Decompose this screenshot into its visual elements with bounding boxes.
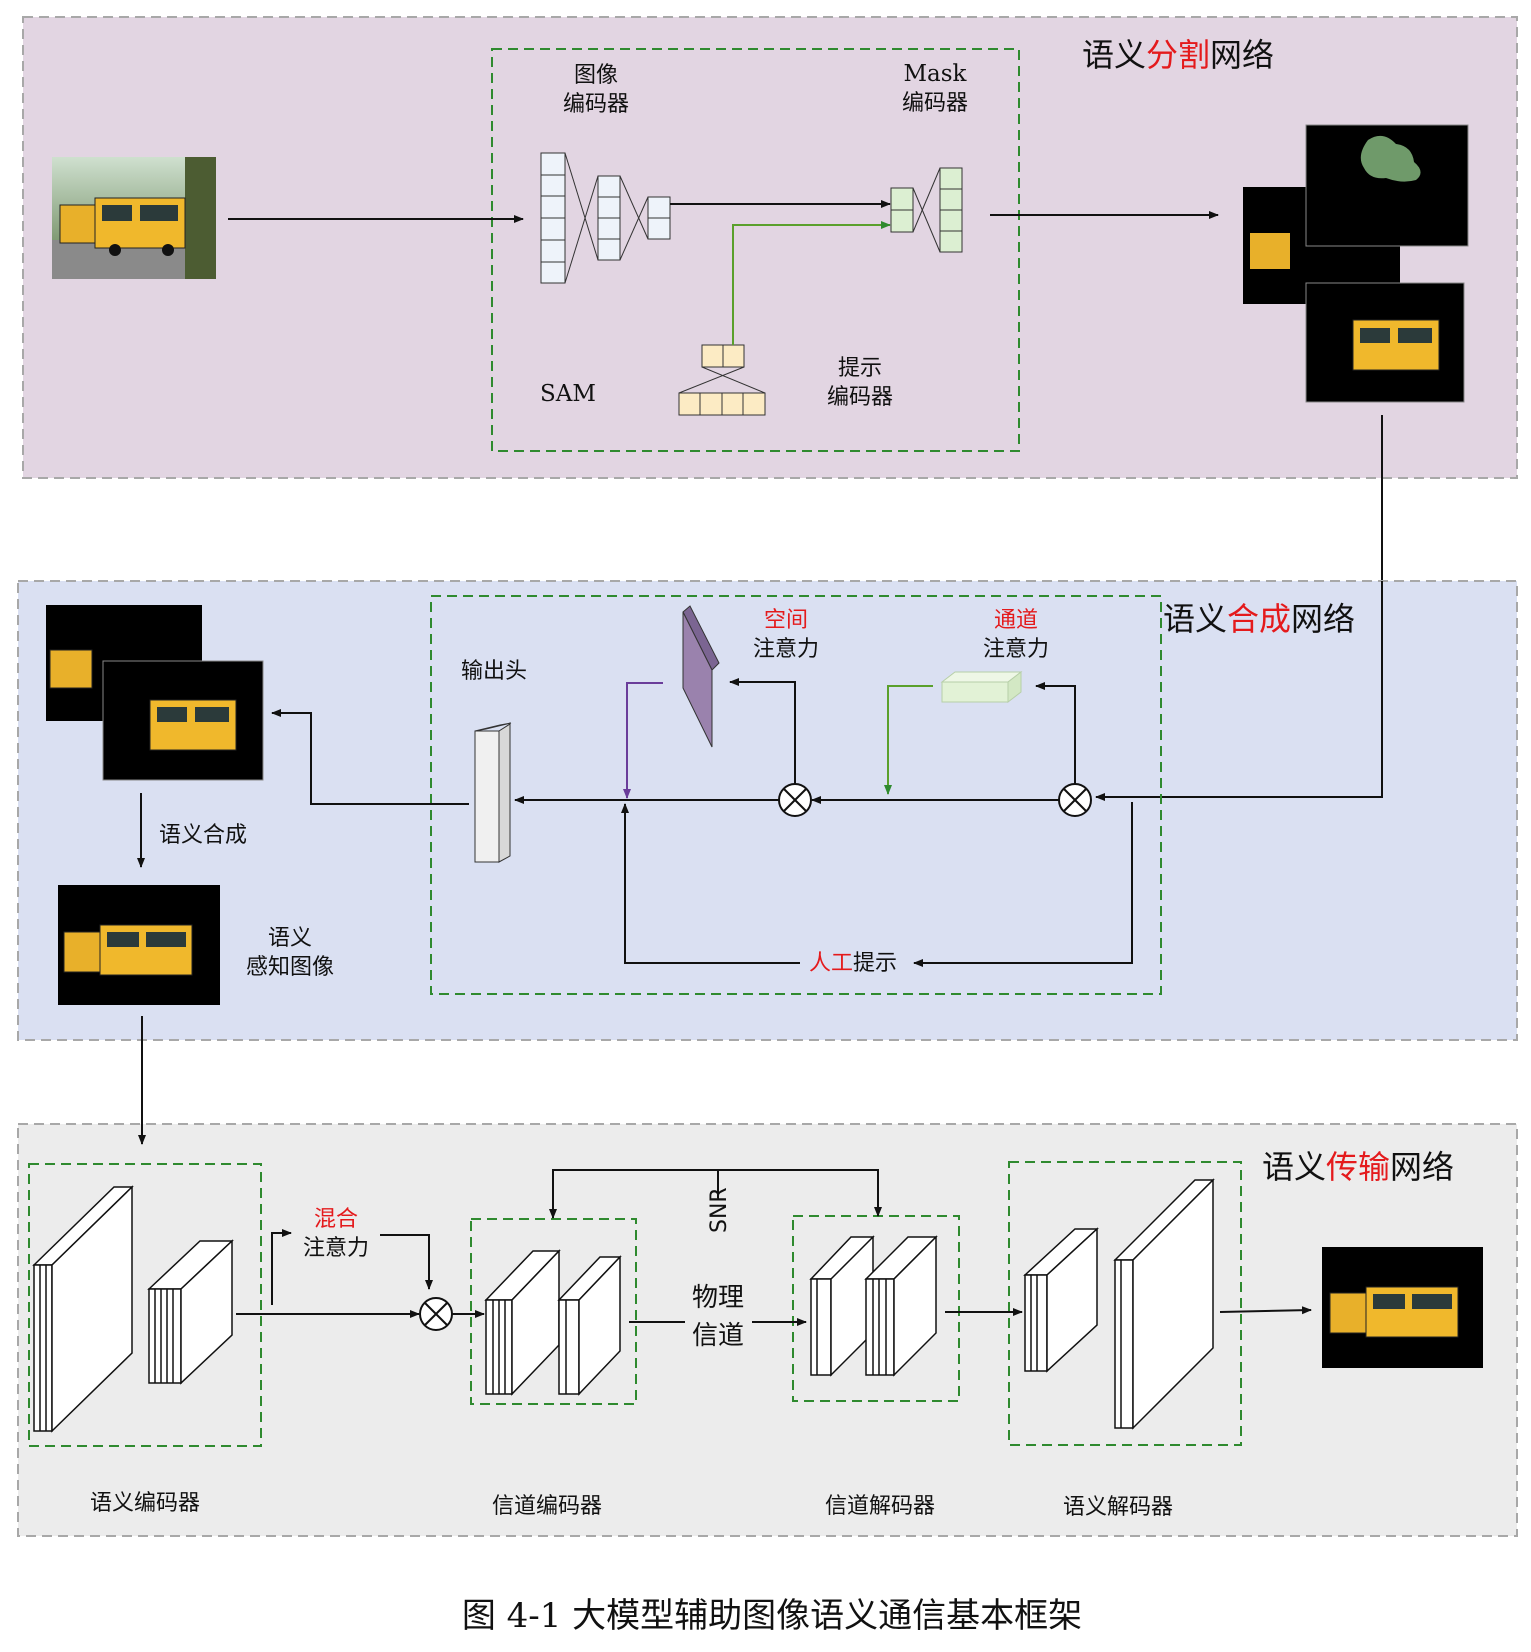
channel-attention-label: 注意力	[983, 637, 1049, 662]
image-encoder-label-2: 编码器	[563, 92, 629, 117]
transmission-panel: 语义传输网络 混合 注意力	[17, 1016, 1518, 1537]
mask-encoder-label-2: 编码器	[902, 91, 968, 116]
segmentation-masks	[1243, 124, 1469, 403]
segmentation-title: 语义分割网络	[1082, 36, 1274, 74]
channel-decoder-label: 信道解码器	[825, 1494, 935, 1519]
synthesis-box	[430, 595, 1162, 995]
multiply-node-transmission	[419, 1297, 453, 1331]
prompt-encoder-label-1: 提示	[838, 356, 882, 381]
transmission-title: 语义传输网络	[1262, 1148, 1454, 1186]
semantic-perception-image	[58, 885, 220, 1005]
semantic-decoder-layers	[1023, 1178, 1215, 1430]
channel-attention-highlight: 通道	[994, 608, 1038, 633]
channel-encoder-box	[470, 1218, 637, 1405]
reconstructed-image	[1322, 1247, 1483, 1368]
semantic-decoder-label: 语义解码器	[1063, 1495, 1173, 1520]
channel-encoder-layers	[484, 1249, 622, 1396]
sam-label: SAM	[540, 381, 596, 407]
figure-caption: 图 4-1 大模型辅助图像语义通信基本框架	[462, 1596, 1082, 1636]
synthesis-output-images	[46, 605, 264, 781]
manual-prompt-label: 人工提示	[809, 951, 897, 976]
spatial-attention-label: 注意力	[753, 637, 819, 662]
mask-encoder-icon	[890, 167, 963, 253]
snr-label: SNR	[707, 1187, 732, 1233]
perception-image-label-1: 语义	[268, 926, 312, 951]
segmentation-panel: 语义分割网络 图像 编码器	[22, 16, 1518, 479]
channel-attention-block	[940, 670, 1023, 704]
semantic-encoder-box	[28, 1163, 262, 1447]
semantic-encoder-label: 语义编码器	[90, 1491, 200, 1516]
channel-decoder-layers	[809, 1235, 938, 1377]
prompt-encoder-icon	[678, 344, 766, 416]
image-encoder-label-1: 图像	[574, 63, 618, 88]
channel-encoder-label: 信道编码器	[492, 1494, 602, 1519]
semantic-synthesis-label: 语义合成	[159, 823, 247, 848]
spatial-attention-highlight: 空间	[764, 608, 808, 633]
output-head-label: 输出头	[461, 659, 527, 684]
multiply-node-right	[1058, 783, 1092, 817]
multiply-node-left	[778, 783, 812, 817]
hybrid-attention-highlight: 混合	[314, 1207, 358, 1232]
physical-channel-label-2: 信道	[692, 1321, 744, 1351]
sam-box	[491, 48, 1020, 452]
perception-image-label-2: 感知图像	[246, 955, 334, 980]
input-bus-photo	[52, 157, 216, 279]
semantic-encoder-layers	[32, 1185, 234, 1433]
hybrid-attention-label: 注意力	[303, 1236, 369, 1261]
prompt-encoder-label-2: 编码器	[827, 385, 893, 410]
image-encoder-icon	[540, 152, 671, 284]
physical-channel-label-1: 物理	[692, 1283, 744, 1313]
synthesis-title: 语义合成网络	[1163, 600, 1355, 638]
synthesis-panel: 语义合成网络 输出头 空间 注意力 通道 注意力	[17, 580, 1518, 1041]
spatial-attention-block	[682, 605, 720, 748]
output-head-block	[474, 722, 512, 863]
semantic-decoder-box	[1008, 1161, 1242, 1446]
mask-encoder-label-1: Mask	[903, 61, 967, 87]
